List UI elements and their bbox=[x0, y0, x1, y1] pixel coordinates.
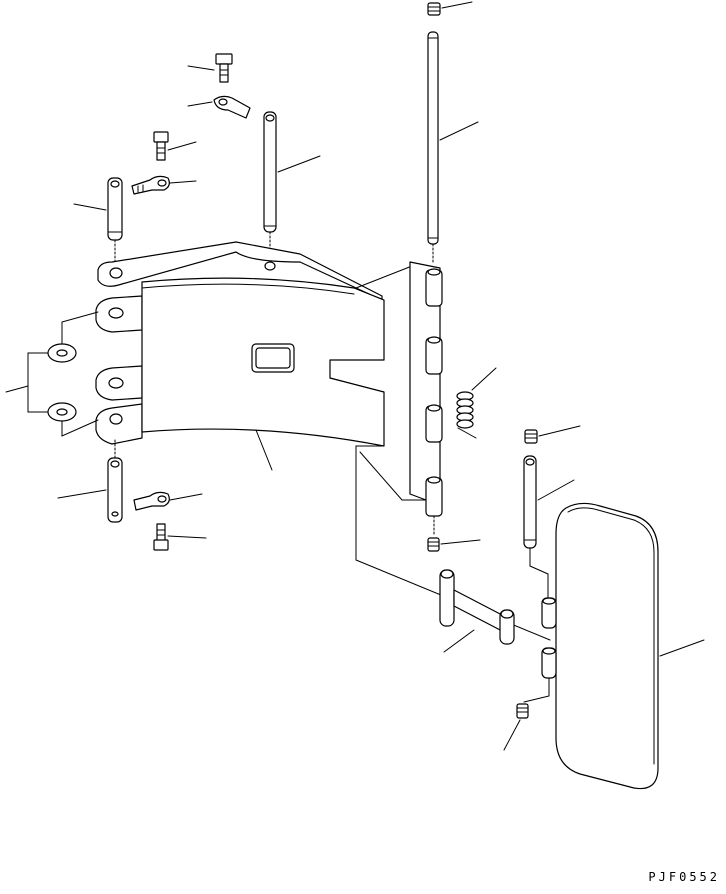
leader-line bbox=[659, 639, 705, 657]
leader-line bbox=[439, 121, 479, 141]
eye-bolt bbox=[133, 491, 170, 511]
leader-line bbox=[538, 425, 581, 437]
set-screw bbox=[524, 429, 538, 444]
leader-line bbox=[440, 539, 481, 545]
link-plate bbox=[213, 95, 251, 119]
leader-line bbox=[255, 429, 273, 471]
leader-line bbox=[61, 419, 99, 437]
hinge-plate bbox=[409, 261, 443, 517]
leader-line bbox=[169, 493, 203, 501]
rod-cap-nut bbox=[427, 2, 441, 16]
hinge-pin bbox=[523, 455, 537, 549]
eye-bolt bbox=[131, 175, 170, 195]
leader-line bbox=[503, 719, 521, 751]
long-hinge-rod bbox=[427, 31, 439, 245]
leader-line bbox=[187, 101, 213, 107]
leader-line bbox=[441, 1, 473, 9]
leader-line bbox=[537, 479, 575, 501]
hinge-pin bbox=[263, 111, 277, 233]
leader-line bbox=[73, 203, 107, 211]
leader-line bbox=[5, 385, 29, 393]
hex-bolt bbox=[153, 523, 169, 551]
hinge-pin bbox=[107, 457, 123, 523]
mirror-bracket bbox=[95, 241, 385, 447]
leader-line bbox=[169, 180, 197, 184]
leader-line bbox=[61, 311, 99, 345]
washer bbox=[47, 343, 77, 363]
leader-line bbox=[355, 265, 413, 289]
coil-spring bbox=[456, 391, 474, 429]
hex-bolt bbox=[215, 53, 233, 83]
hex-bolt bbox=[153, 131, 169, 161]
leader-line bbox=[277, 155, 321, 173]
leader-line bbox=[457, 427, 477, 439]
set-screw bbox=[516, 703, 529, 719]
leader-line bbox=[471, 367, 497, 391]
leader-line bbox=[167, 535, 207, 539]
leader-line bbox=[187, 65, 215, 71]
hinge-pin bbox=[107, 177, 123, 241]
mirror-arm bbox=[439, 569, 515, 645]
leader-line bbox=[167, 141, 197, 151]
drawing-code: PJF0552 bbox=[648, 870, 720, 884]
leader-line bbox=[443, 629, 475, 653]
set-screw bbox=[427, 537, 440, 552]
washer bbox=[47, 402, 77, 422]
rear-view-mirror bbox=[541, 502, 659, 790]
leader-line bbox=[57, 489, 107, 499]
